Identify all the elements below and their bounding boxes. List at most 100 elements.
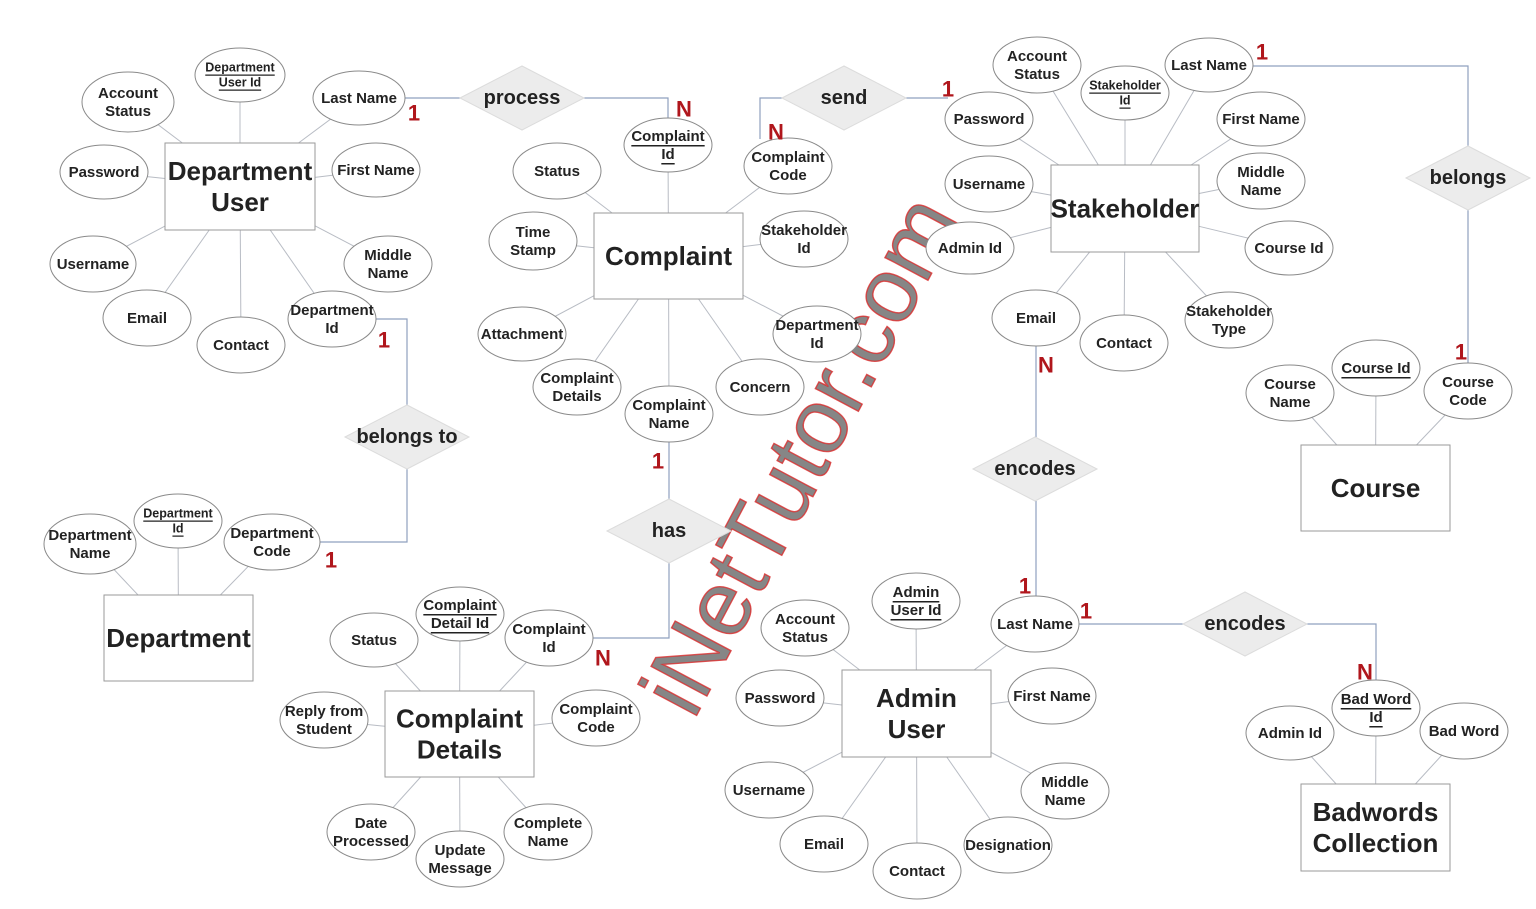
attribute-b-bad-word[interactable]: Bad Word — [1419, 702, 1509, 760]
attribute-ellipse — [415, 586, 505, 642]
relationship-process[interactable]: process — [458, 65, 586, 131]
attribute-s-admin-id[interactable]: Admin Id — [925, 221, 1015, 275]
attribute-ellipse — [477, 306, 567, 362]
attribute-label-line: Designation — [965, 837, 1051, 854]
attribute-label-line: Name — [649, 415, 690, 432]
attribute-b-admin-id[interactable]: Admin Id — [1245, 705, 1335, 761]
attribute-a-username[interactable]: Username — [724, 761, 814, 819]
attribute-du-username[interactable]: Username — [49, 235, 137, 293]
entity-stakeholder[interactable]: Stakeholder — [1050, 164, 1200, 253]
card-du-process: 1 — [408, 101, 420, 126]
attribute-du-first-name[interactable]: First Name — [331, 142, 421, 198]
attribute-a-designation[interactable]: Designation — [963, 816, 1053, 874]
relationship-send[interactable]: send — [780, 65, 908, 131]
attribute-du-password[interactable]: Password — [59, 144, 149, 200]
attribute-s-contact[interactable]: Contact — [1079, 314, 1169, 372]
attribute-s-first-name[interactable]: First Name — [1216, 91, 1306, 147]
attribute-label-line: Username — [953, 176, 1026, 193]
attribute-label: Admin Id — [938, 240, 1002, 257]
attribute-du-email[interactable]: Email — [102, 289, 192, 347]
entity-complaint[interactable]: Complaint — [593, 212, 744, 300]
attribute-s-email[interactable]: Email — [991, 289, 1081, 347]
relationship-encodes-badword[interactable]: encodes — [1181, 591, 1309, 657]
attribute-a-first-name[interactable]: First Name — [1007, 667, 1097, 725]
attribute-a-password[interactable]: Password — [735, 669, 825, 727]
attribute-ellipse — [343, 235, 433, 293]
relationship-encodes-stakeholder[interactable]: encodes — [971, 436, 1099, 502]
attribute-s-password[interactable]: Password — [944, 91, 1034, 147]
attribute-co-course-id[interactable]: Course Id — [1331, 339, 1421, 397]
entity-course[interactable]: Course — [1300, 444, 1451, 532]
attribute-a-last-name[interactable]: Last Name — [990, 595, 1080, 653]
attribute-cd-status[interactable]: Status — [329, 612, 419, 668]
entity-box — [593, 212, 744, 300]
attribute-ellipse — [624, 385, 714, 443]
attribute-a-contact[interactable]: Contact — [872, 842, 962, 900]
attribute-a-email[interactable]: Email — [779, 815, 869, 873]
attribute-c-concern[interactable]: Concern — [715, 358, 805, 416]
relationship-label: encodes — [1204, 613, 1285, 635]
attribute-ellipse — [1216, 152, 1306, 210]
attribute-c-attachment[interactable]: Attachment — [477, 306, 567, 362]
attribute-label: Username — [953, 176, 1026, 193]
attribute-du-contact[interactable]: Contact — [196, 316, 286, 374]
attribute-label-line: Complaint — [632, 397, 705, 414]
card-complaint-send: N — [768, 120, 784, 145]
attribute-s-last-name[interactable]: Last Name — [1164, 37, 1254, 93]
attribute-du-last-name[interactable]: Last Name — [312, 70, 406, 126]
relationship-belongs-to[interactable]: belongs to — [343, 404, 471, 470]
attribute-label: First Name — [1222, 111, 1300, 128]
attribute-s-username[interactable]: Username — [944, 155, 1034, 213]
attribute-ellipse — [196, 316, 286, 374]
entity-department[interactable]: Department — [103, 594, 254, 682]
attribute-s-course-id[interactable]: Course Id — [1244, 220, 1334, 276]
relationship-belongs[interactable]: belongs — [1404, 145, 1532, 211]
attribute-label-line: Last Name — [321, 90, 397, 107]
attribute-label: Email — [1016, 310, 1056, 327]
attribute-label-line: Email — [1016, 310, 1056, 327]
attribute-label: Concern — [730, 379, 791, 396]
attribute-c-status[interactable]: Status — [512, 142, 602, 200]
relationship-has[interactable]: has — [605, 498, 733, 564]
